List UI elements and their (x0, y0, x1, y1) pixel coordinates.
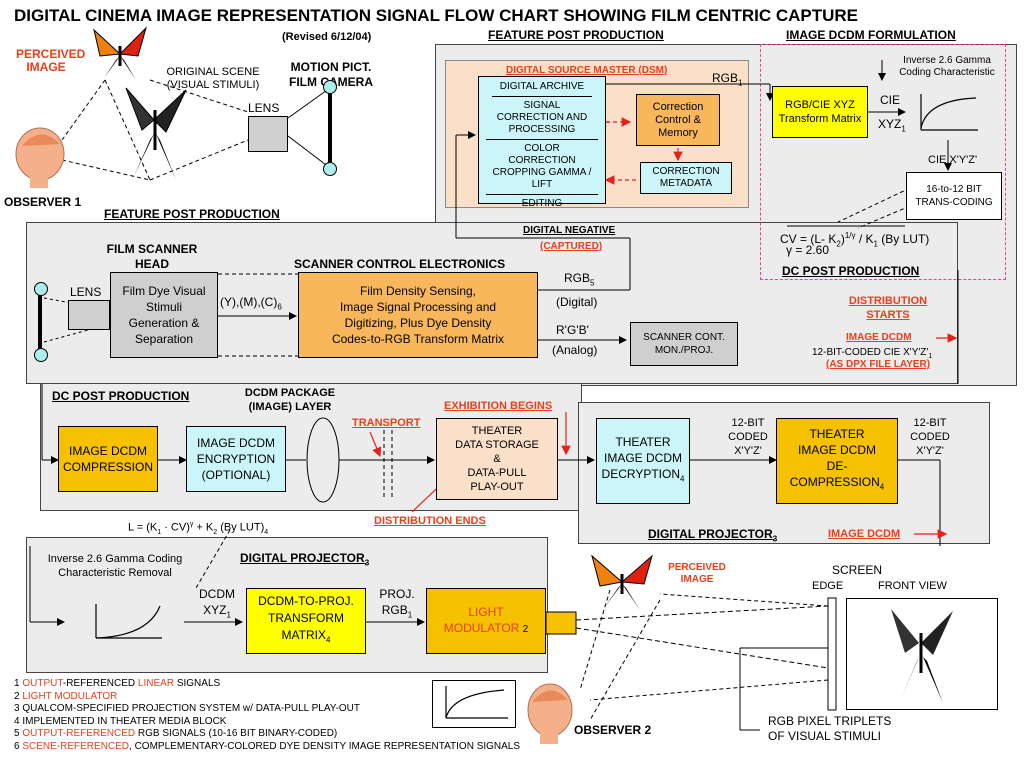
footnote-6: 6 SCENE-REFERENCED, COMPLEMENTARY-COLORE… (14, 740, 521, 752)
footnote-2: 2 LIGHT MODULATOR (14, 690, 118, 702)
footnote-3: 3 QUALCOM-SPECIFIED PROJECTION SYSTEM w/… (14, 703, 360, 714)
density-sensing-box: Film Density Sensing,Image Signal Proces… (298, 272, 538, 358)
dc-post-production-label-formulation: DC POST PRODUCTION (782, 264, 920, 278)
distribution-ends-label: DISTRIBUTION ENDS (374, 515, 486, 527)
camera-lens (248, 116, 288, 152)
screen-label: SCREEN (832, 563, 883, 577)
image-dcdm-label-distribution: IMAGE DCDM (846, 332, 912, 343)
page-title: DIGITAL CINEMA IMAGE REPRESENTATION SIGN… (14, 6, 858, 25)
scanner-reel-bottom (34, 348, 48, 362)
l-formula: L = (K1 · CV)γ + K2 (By LUT)4 (128, 521, 269, 536)
footnote-5: 5 OUTPUT-REFERENCED RGB SIGNALS (10-16 B… (14, 728, 338, 739)
exhibition-begins-label: EXHIBITION BEGINS (444, 400, 553, 412)
archive-item-digital-archive: DIGITAL ARCHIVE (491, 81, 593, 97)
archive-item-signal-correction: SIGNAL CORRECTION AND PROCESSING (486, 97, 598, 140)
scanner-cont-mon-box: SCANNER CONT.MON./PROJ. (630, 322, 738, 366)
digital-projector-label-top: DIGITAL PROJECTOR3 (648, 527, 778, 544)
observer1-label: OBSERVER 1 (4, 195, 82, 209)
digital-label: (Digital) (556, 295, 598, 309)
proj-rgb-label: PROJ.RGB1 (379, 587, 415, 620)
gamma-value: γ = 2.60 (786, 243, 830, 257)
front-view-label: FRONT VIEW (878, 580, 947, 592)
revised-date: (Revised 6/12/04) (282, 31, 372, 43)
dc-post-production-label: DC POST PRODUCTION (52, 389, 190, 403)
digital-archive-box: DIGITAL ARCHIVE SIGNAL CORRECTION AND PR… (478, 76, 606, 209)
observer2-head-icon (527, 683, 573, 744)
observer1-head-icon (15, 127, 65, 188)
digital-negative-label: DIGITAL NEGATIVE (523, 225, 616, 236)
butterfly-icon (93, 26, 148, 80)
rgb1-label: RGB1 (712, 71, 743, 88)
archive-item-color-correction: COLOR CORRECTION CROPPING GAMMA / LIFT (486, 140, 598, 195)
dcdm-package-label: DCDM PACKAGE(IMAGE) LAYER (244, 387, 336, 413)
footnotes: 1 OUTPUT-REFERENCED LINEAR SIGNALS 2 LIG… (14, 678, 520, 753)
scanner-control-electronics-label: SCANNER CONTROL ELECTRONICS (294, 257, 506, 271)
dcdm-formulation-region (760, 44, 1006, 280)
butterfly-perceived-icon (591, 554, 653, 610)
feature-post-production-header-top: FEATURE POST PRODUCTION (488, 28, 664, 42)
image-dcdm-formulation-header: IMAGE DCDM FORMULATION (786, 28, 956, 42)
feature-post-production-header-left: FEATURE POST PRODUCTION (104, 207, 280, 221)
original-scene-label: ORIGINAL SCENE(VISUAL STIMULI) (166, 66, 260, 91)
scanner-reel-top (34, 282, 48, 296)
transport-label: TRANSPORT (352, 417, 421, 429)
as-dpx-label: (AS DPX FILE LAYER) (826, 359, 931, 370)
butterfly-scene-icon (125, 87, 187, 180)
digital-projector-label-bottom: DIGITAL PROJECTOR3 (240, 551, 370, 568)
xyz1-label: XYZ1 (878, 117, 906, 134)
scanner-lens (68, 300, 110, 330)
cie-xyz-prime-label: CIE X'Y'Z' (928, 154, 978, 166)
twelve-bit-cie-label: 12-BIT-CODED CIE X'Y'Z'1 (812, 347, 933, 360)
dsm-title: DIGITAL SOURCE MASTER (DSM) (506, 65, 668, 76)
image-dcdm-label-projector: IMAGE DCDM (828, 528, 901, 540)
footnote-4: 4 IMPLEMENTED IN THEATER MEDIA BLOCK (14, 715, 227, 727)
archive-item-editing: EDITING (521, 198, 563, 209)
camera-film-reel-bottom (323, 162, 337, 176)
analog-label: (Analog) (552, 343, 598, 357)
cie-label: CIE (880, 93, 901, 107)
screen-front-view (846, 598, 998, 710)
rgb5-label: RGB5 (564, 271, 595, 288)
cv-formula: CV = (L- K2)1/γ / K1 (By LUT) (780, 231, 930, 249)
footnote-1: 1 OUTPUT-REFERENCED LINEAR SIGNALS (14, 678, 221, 689)
butterfly-screen-icon (891, 609, 953, 703)
edge-label: EDGE (812, 580, 844, 592)
lens-label-top: LENS (248, 101, 280, 115)
observer2-label: OBSERVER 2 (574, 723, 652, 737)
camera-film-reel-top (323, 80, 337, 94)
rgb-prime-label: R'G'B' (556, 323, 589, 337)
lens-label-scanner: LENS (70, 285, 102, 299)
digital-negative-captured: (CAPTURED) (540, 241, 603, 252)
ymc-label: (Y),(M),(C)6 (220, 295, 282, 312)
